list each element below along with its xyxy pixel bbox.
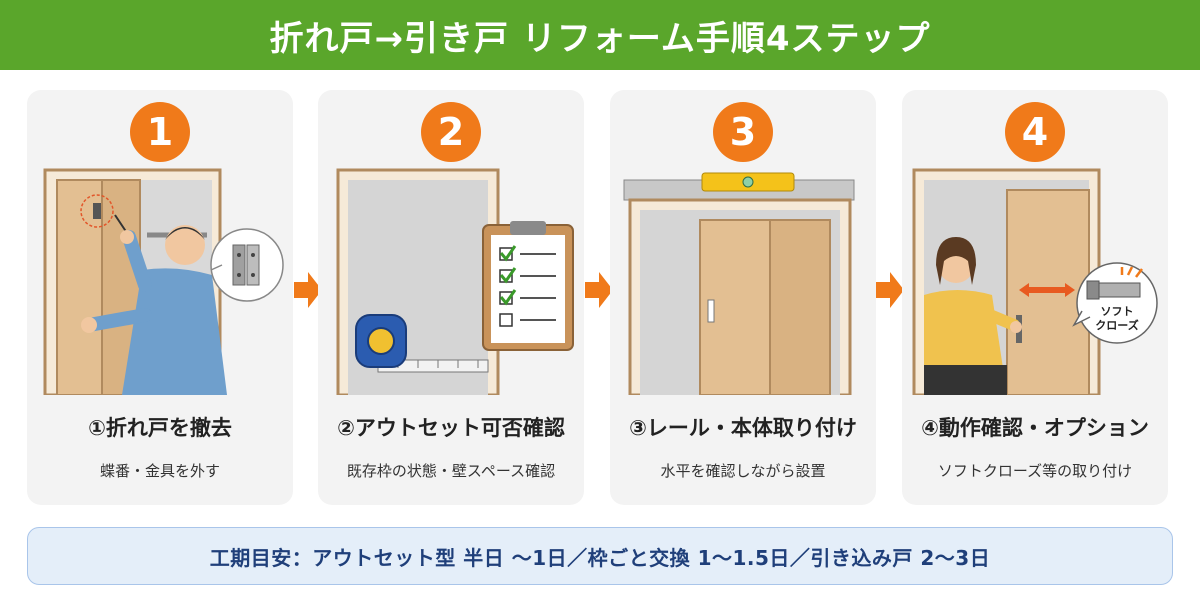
outset-check-illustration <box>336 168 574 395</box>
step-number-badge: 2 <box>421 102 481 162</box>
duration-summary-box: 工期目安：アウトセット型 半日 〜1日／枠ごと交換 1〜1.5日／引き込み戸 2… <box>27 527 1173 585</box>
title-banner: 折れ戸→引き戸 リフォーム手順4ステップ <box>0 0 1200 70</box>
remove-folding-door-illustration <box>43 168 284 395</box>
step-number-badge: 3 <box>713 102 773 162</box>
step-title: ②アウトセット可否確認 <box>337 416 565 440</box>
step-number-badge: 4 <box>1005 102 1065 162</box>
step-card-2: 2 ②アウトセット可否確認 既存枠の状態・壁スペース確認 <box>318 90 584 505</box>
step-card-3: 3 ③レール・本体取り付け 水平を確認しながら設置 <box>610 90 876 505</box>
step-title: ③レール・本体取り付け <box>629 416 857 440</box>
duration-summary-text: 工期目安：アウトセット型 半日 〜1日／枠ごと交換 1〜1.5日／引き込み戸 2… <box>209 545 991 570</box>
step-subtitle: ソフトクローズ等の取り付け <box>937 462 1133 480</box>
soft-close-bubble: ソフト クローズ <box>1072 262 1158 344</box>
step-subtitle: 蝶番・金具を外す <box>99 462 220 480</box>
arrow-right-icon <box>294 272 322 308</box>
rail-install-illustration <box>623 172 855 395</box>
step-card-4: 4 ソフト クローズ ④動作確認・オプション ソフトクローズ等の取り付け <box>902 90 1168 505</box>
soft-close-label-line2: クローズ <box>1095 318 1138 332</box>
page-title: 折れ戸→引き戸 リフォーム手順4ステップ <box>269 18 931 59</box>
step-subtitle: 水平を確認しながら設置 <box>660 462 826 480</box>
soft-close-label-line1: ソフト <box>1101 305 1134 318</box>
arrow-right-icon <box>585 272 613 308</box>
step-card-1: 1 ①折れ戸を撤去 蝶番・金具を外す <box>27 90 293 505</box>
slide-direction-arrow-icon <box>1019 283 1075 297</box>
arrow-right-icon <box>876 272 904 308</box>
step-subtitle: 既存枠の状態・壁スペース確認 <box>346 462 556 480</box>
step-title: ①折れ戸を撤去 <box>88 416 232 440</box>
step-title: ④動作確認・オプション <box>921 416 1149 440</box>
step-number-badge: 1 <box>130 102 190 162</box>
